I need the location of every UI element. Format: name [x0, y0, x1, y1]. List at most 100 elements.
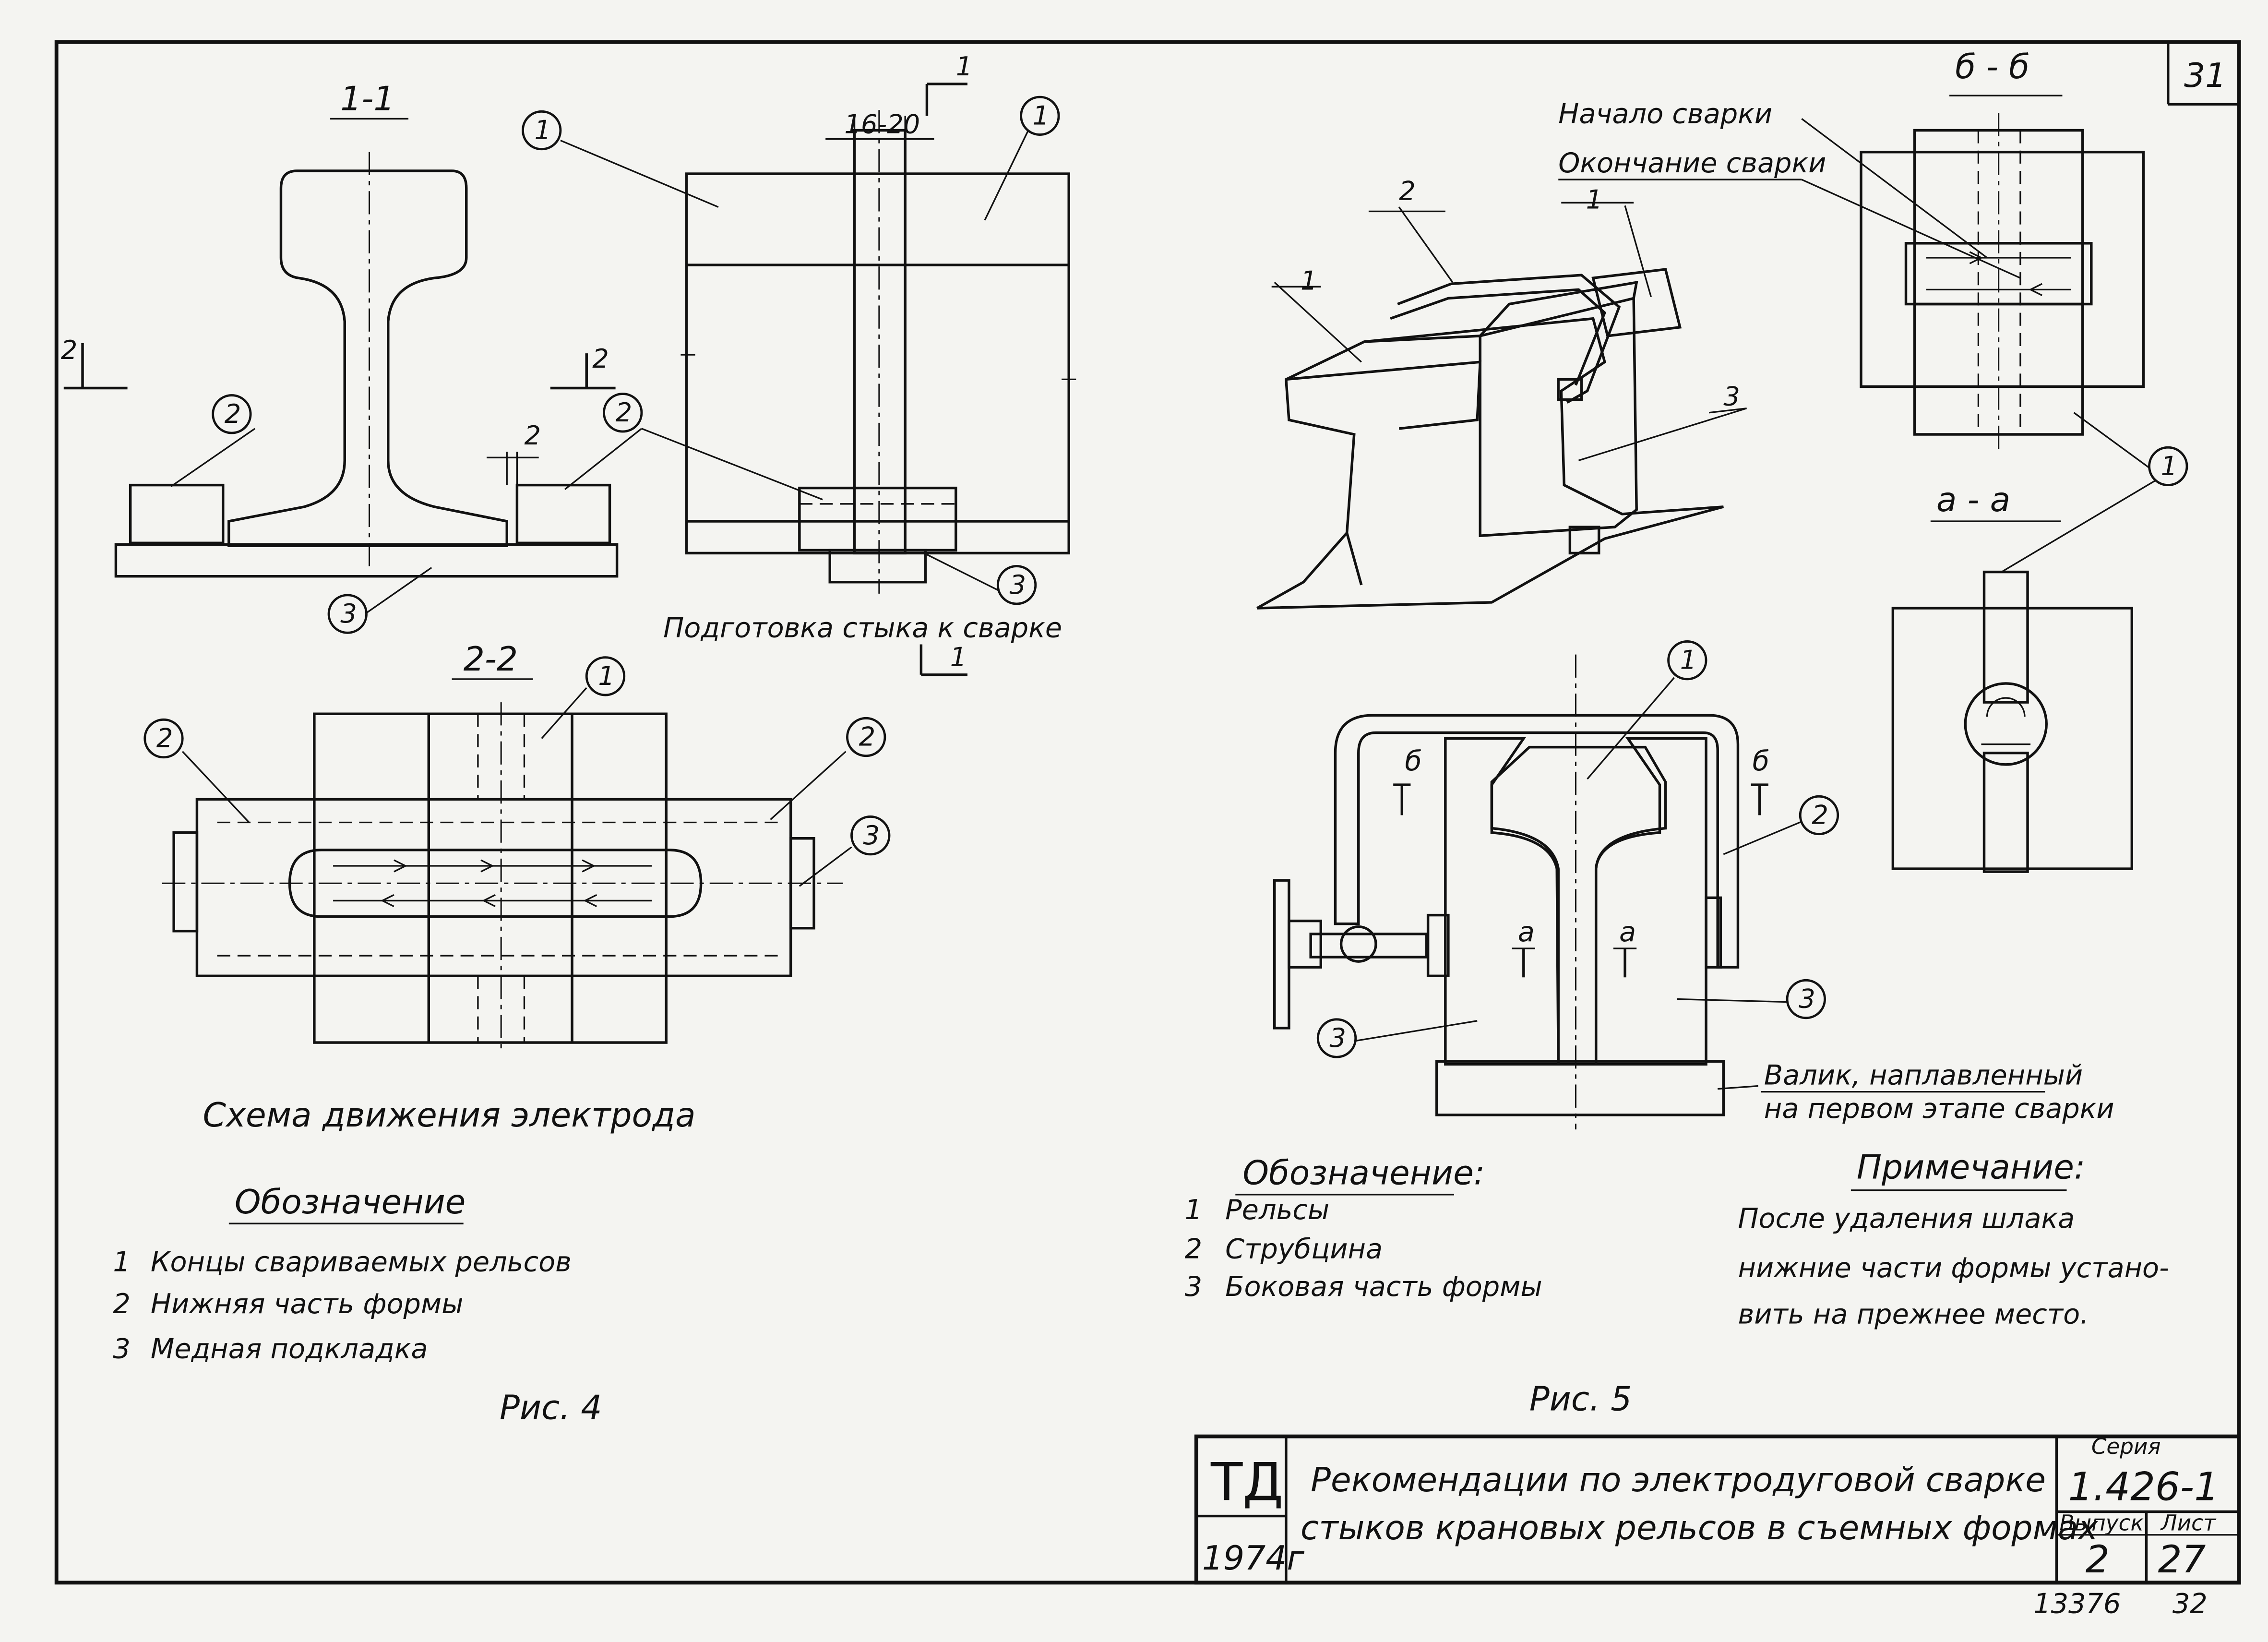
weld-bead	[1964, 682, 2048, 766]
series-label: Серия	[2091, 1434, 2161, 1459]
rail-section-a-a	[1982, 570, 2029, 704]
note-title: Примечание:	[1857, 1149, 2085, 1187]
section-b-b-label: б - б	[1955, 48, 2029, 86]
callout-markers-fig4: 1 1 2 2 3 3 1 2 2 3	[143, 96, 1060, 856]
legend-text: Боковая часть формы	[1225, 1270, 1542, 1303]
section-a-a-label: а - а	[1936, 481, 2010, 519]
legend-num: 1	[1185, 1194, 1202, 1226]
svg-text:1: 1	[598, 661, 615, 691]
iso-callout-1b: 1	[1586, 184, 1603, 215]
svg-text:3: 3	[340, 599, 357, 629]
clamp-frame-front	[1334, 714, 1740, 969]
mold-bottom-plan	[798, 486, 957, 552]
iso-callout-2: 2	[1399, 176, 1416, 206]
svg-text:1: 1	[1033, 100, 1050, 131]
title-year: 1974г	[1202, 1539, 1305, 1578]
cut-1-top: 1	[956, 51, 973, 82]
title-block: ТД 1974г Рекомендации по электродуговой …	[1194, 1434, 2241, 1585]
issue-value: 2	[2086, 1537, 2110, 1582]
svg-text:3: 3	[1799, 984, 1815, 1014]
note-line-1: После удаления шлака	[1738, 1202, 2075, 1234]
svg-text:1: 1	[2161, 451, 2178, 481]
fig4-label: Рис. 4	[500, 1389, 602, 1427]
iso-callout-3: 3	[1723, 382, 1740, 412]
title-org: ТД	[1210, 1451, 1283, 1512]
rail-front	[1490, 745, 1667, 1066]
copper-base-front	[1435, 1060, 1725, 1116]
footer-page-number: 32	[2173, 1588, 2208, 1620]
archive-number: 13376	[2033, 1588, 2121, 1620]
clamp-handle	[1273, 879, 1290, 1030]
drawing-frame	[54, 40, 2241, 1585]
label-weld-start: Начало сварки	[1558, 97, 1772, 130]
series-value: 1.426-1	[2068, 1464, 2219, 1510]
svg-text:1: 1	[535, 115, 551, 145]
copper-backing-plate	[114, 543, 619, 578]
legend-num: 3	[113, 1333, 130, 1365]
fig4-legend: 1 Концы свариваемых рельсов 2 Нижняя час…	[113, 1246, 572, 1365]
label-bead-line2: на первом этапе сварки	[1764, 1092, 2114, 1125]
svg-text:2: 2	[1812, 800, 1828, 830]
sheet-label: Лист	[2160, 1510, 2217, 1536]
cut-b-right: б	[1753, 745, 1769, 777]
rail-section-1-1	[227, 169, 508, 548]
side-mold-left-front	[1444, 737, 1560, 1066]
issue-label: Выпуск	[2059, 1510, 2144, 1536]
title-line-2: стыков крановых рельсов в съемных формах	[1301, 1509, 2098, 1547]
legend-num: 1	[113, 1246, 130, 1278]
caption-joint-preparation: Подготовка стыка к сварке	[663, 611, 1062, 644]
cut-2-right: 2	[592, 344, 609, 374]
clamp-body-iso	[1479, 297, 1638, 538]
legend-text: Концы свариваемых рельсов	[151, 1246, 572, 1278]
legend-num: 3	[1185, 1270, 1202, 1303]
svg-text:2: 2	[859, 722, 876, 752]
cut-a-right: а	[1619, 916, 1636, 948]
sheet-number: 31	[2184, 57, 2226, 95]
svg-text:2: 2	[616, 397, 633, 428]
dim-16-20: 16-20	[844, 109, 920, 140]
section-2-2-label: 2-2	[464, 640, 518, 679]
mold-bottom-right	[515, 483, 611, 544]
legend-text: Медная подкладка	[151, 1333, 428, 1365]
section-1-1-label: 1-1	[340, 80, 394, 118]
copper-plate-plan	[828, 549, 927, 584]
side-mold-iso	[1591, 268, 1682, 337]
legend-text: Нижняя часть формы	[151, 1288, 464, 1320]
legend-num: 2	[1185, 1233, 1202, 1265]
label-bead-line1: Валик, наплавленный	[1764, 1059, 2083, 1091]
svg-text:3: 3	[1329, 1023, 1346, 1053]
callout-markers-fig5: 1 1 2 3 3	[1316, 446, 2188, 1058]
fig5-legend: 1 Рельсы 2 Струбцина 3 Боковая часть фор…	[1185, 1194, 1542, 1303]
sheet-value: 27	[2158, 1537, 2206, 1582]
legend-num: 2	[113, 1288, 130, 1320]
svg-text:1: 1	[1680, 645, 1697, 675]
label-weld-end: Окончание сварки	[1558, 147, 1826, 179]
svg-text:2: 2	[225, 399, 241, 429]
cut-a-left: а	[1518, 916, 1535, 948]
svg-text:3: 3	[1009, 570, 1026, 600]
fig4: 1-1 2 2 2 16-20	[61, 51, 1076, 1427]
dim-gap-2: 2	[524, 420, 541, 451]
cut-1-bottom: 1	[950, 642, 967, 672]
title-line-1: Рекомендации по электродуговой сварке	[1311, 1461, 2046, 1499]
note-line-2: нижние части формы устано-	[1738, 1252, 2169, 1284]
fig4-legend-title: Обозначение	[235, 1183, 466, 1222]
cut-2-left: 2	[61, 335, 78, 365]
iso-callout-1a: 1	[1301, 265, 1317, 296]
clamp-frame-iso	[1397, 274, 1621, 404]
fig5-label: Рис. 5	[1529, 1380, 1632, 1418]
legend-text: Струбцина	[1225, 1233, 1383, 1265]
legend-text: Рельсы	[1225, 1194, 1329, 1226]
fig5-legend-title: Обозначение:	[1242, 1154, 1485, 1193]
clamp-screw	[1309, 933, 1428, 959]
electrode-path	[288, 849, 703, 918]
svg-text:3: 3	[863, 820, 880, 851]
cut-b-left: б	[1405, 745, 1421, 777]
svg-text:2: 2	[156, 723, 173, 754]
electrode-arrows	[333, 859, 652, 907]
mold-bottom-left	[129, 483, 225, 544]
rail-isometric	[1256, 317, 1724, 610]
caption-electrode-scheme: Схема движения электрода	[203, 1096, 696, 1135]
note-line-3: вить на прежнее место.	[1738, 1298, 2089, 1330]
